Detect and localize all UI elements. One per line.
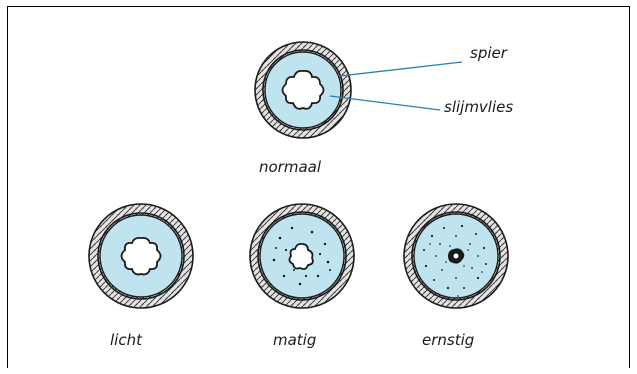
spier-label: spier: [470, 44, 508, 62]
ernstig-label: ernstig: [422, 331, 474, 349]
slijmvlies-label: slijmvlies: [444, 98, 513, 116]
airway-normaal: [255, 42, 351, 138]
spier-leader-line: [340, 62, 462, 76]
airway-licht: [89, 204, 193, 308]
licht-label: licht: [110, 331, 143, 349]
normaal-label: normaal: [259, 158, 322, 176]
lumen-center: [454, 254, 459, 259]
matig-label: matig: [273, 331, 316, 349]
lumen: [122, 238, 161, 275]
airway-matig: [250, 204, 354, 308]
airway-ernstig: [404, 204, 508, 308]
